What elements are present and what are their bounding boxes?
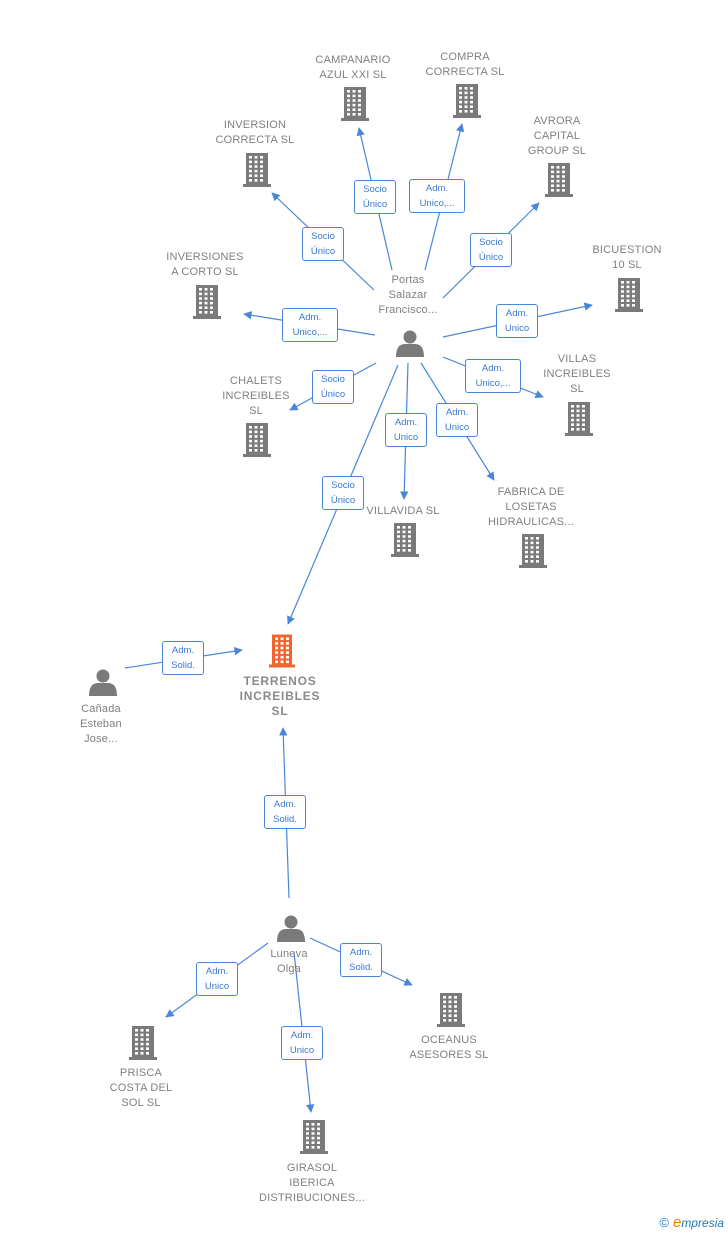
building-icon-avrora[interactable]	[545, 163, 573, 197]
person-icon-portas[interactable]	[396, 330, 424, 358]
building-icon-compra[interactable]	[453, 84, 481, 118]
building-icon-inversion[interactable]	[243, 153, 271, 187]
edge-label-portas-campanario[interactable]: Socio Único	[354, 180, 396, 214]
node-label-campanario[interactable]: CAMPANARIO AZUL XXI SL	[315, 54, 391, 81]
edge-label-canada-terrenos[interactable]: Adm. Solid.	[162, 641, 204, 675]
brand-logo-e: e	[672, 1214, 682, 1231]
node-label-canada[interactable]: Cañada Esteban Jose...	[80, 703, 122, 745]
edge-label-portas-chalets[interactable]: Socio Único	[312, 370, 354, 404]
brand-logo-text: mpresia	[681, 1216, 724, 1230]
node-label-prisca[interactable]: PRISCA COSTA DEL SOL SL	[109, 1067, 173, 1109]
node-label-luneva[interactable]: Luneva Olga	[270, 948, 308, 975]
node-label-avrora[interactable]: AVRORA CAPITAL GROUP SL	[527, 115, 587, 157]
building-icon-terrenos[interactable]	[269, 634, 295, 668]
edge-label-luneva-girasol[interactable]: Adm. Unico	[281, 1026, 323, 1060]
edge-label-portas-inversion[interactable]: Socio Único	[302, 227, 344, 261]
building-icon-girasol[interactable]	[300, 1120, 328, 1154]
building-icon-chalets[interactable]	[243, 423, 271, 457]
building-icon-oceanus[interactable]	[437, 993, 465, 1027]
node-label-fabrica[interactable]: FABRICA DE LOSETAS HIDRAULICAS...	[488, 486, 574, 528]
watermark: ©empresia	[659, 1214, 724, 1231]
node-label-bicuestion[interactable]: BICUESTION 10 SL	[592, 244, 662, 271]
person-icon-canada[interactable]	[89, 669, 117, 697]
building-icon-villas[interactable]	[565, 402, 593, 436]
node-label-villavida[interactable]: VILLAVIDA SL	[366, 505, 440, 517]
building-icon-fabrica[interactable]	[519, 534, 547, 568]
node-label-chalets[interactable]: CHALETS INCREIBLES SL	[222, 375, 290, 417]
building-icon-inversiones[interactable]	[193, 285, 221, 319]
building-icon-bicuestion[interactable]	[615, 278, 643, 312]
edge-label-luneva-oceanus[interactable]: Adm. Solid.	[340, 943, 382, 977]
node-label-oceanus[interactable]: OCEANUS ASESORES SL	[409, 1034, 489, 1061]
edge-label-portas-villas[interactable]: Adm. Unico,...	[465, 359, 521, 393]
node-label-portas[interactable]: Portas Salazar Francisco...	[378, 274, 438, 316]
building-icon-villavida[interactable]	[391, 523, 419, 557]
node-label-girasol[interactable]: GIRASOL IBERICA DISTRIBUCIONES...	[258, 1162, 366, 1204]
edge-label-portas-avrora[interactable]: Socio Único	[470, 233, 512, 267]
edge-label-portas-fabrica[interactable]: Adm. Unico	[436, 403, 478, 437]
edge-label-portas-bicuestion[interactable]: Adm. Unico	[496, 304, 538, 338]
node-label-villas[interactable]: VILLAS INCREIBLES SL	[543, 353, 611, 395]
node-label-terrenos[interactable]: TERRENOS INCREIBLES SL	[239, 674, 321, 718]
node-label-inversion[interactable]: INVERSION CORRECTA SL	[215, 119, 295, 146]
building-icon-prisca[interactable]	[129, 1026, 157, 1060]
edge-label-portas-terrenos[interactable]: Socio Único	[322, 476, 364, 510]
node-label-compra[interactable]: COMPRA CORRECTA SL	[425, 51, 505, 78]
node-label-inversiones[interactable]: INVERSIONES A CORTO SL	[166, 251, 244, 278]
edge-label-luneva-prisca[interactable]: Adm. Unico	[196, 962, 238, 996]
copyright-icon: ©	[659, 1215, 669, 1230]
person-icon-luneva[interactable]	[277, 915, 305, 943]
edge-label-portas-inversiones[interactable]: Adm. Unico,...	[282, 308, 338, 342]
edge-label-portas-compra[interactable]: Adm. Unico,...	[409, 179, 465, 213]
building-icon-campanario[interactable]	[341, 87, 369, 121]
edge-label-portas-villavida[interactable]: Adm. Unico	[385, 413, 427, 447]
edge-label-luneva-terrenos[interactable]: Adm. Solid.	[264, 795, 306, 829]
